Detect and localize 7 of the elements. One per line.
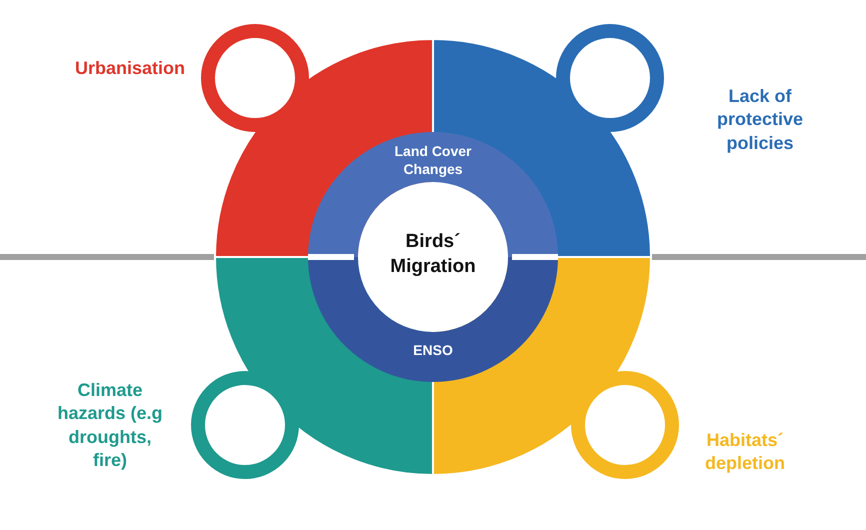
category-label: Lack of protective policies [716, 85, 804, 155]
segment-label: Land Cover Changes [393, 142, 472, 178]
center-label: Birds´ Migration [389, 230, 477, 279]
category-label: Urbanisation [74, 57, 185, 80]
category-label: Habitats´ depletion [704, 429, 786, 476]
category-label: Climate hazards (e.g droughts, fire) [56, 379, 164, 472]
segment-label: ENSO [412, 341, 454, 360]
